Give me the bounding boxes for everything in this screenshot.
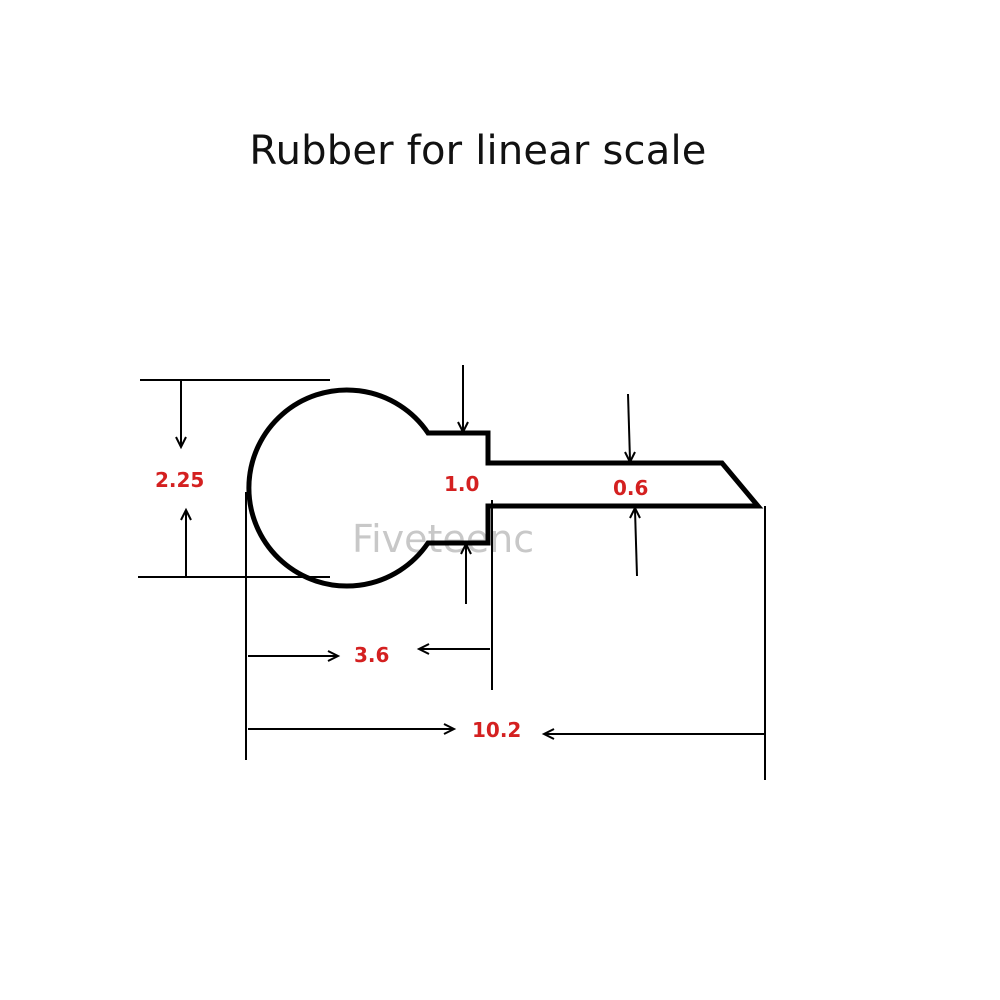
rubber-profile-outline — [246, 387, 764, 589]
arrowhead-down — [457, 421, 469, 435]
arrowhead-left — [416, 643, 430, 655]
arrowhead-down — [624, 451, 636, 465]
arrowhead-up — [180, 507, 192, 521]
watermark-text: Fiveteenc — [352, 517, 534, 561]
dimension-neck-position — [248, 643, 490, 662]
dimension-head-diameter — [138, 379, 330, 578]
dimension-label-neck-position: 3.6 — [354, 643, 389, 667]
dimension-neck-height — [457, 365, 472, 604]
arrowhead-left — [541, 728, 555, 740]
dimension-label-head-diameter: 2.25 — [155, 468, 204, 492]
arrowhead-right — [327, 650, 341, 662]
diagram-title: Rubber for linear scale — [249, 128, 707, 174]
arrowhead-down — [175, 436, 187, 450]
dimension-label-neck-height: 1.0 — [444, 472, 479, 496]
arrowhead-up — [629, 505, 641, 519]
arrowhead-right — [443, 723, 457, 735]
dimension-label-lip-thickness: 0.6 — [613, 476, 648, 500]
dimension-label-total-length: 10.2 — [472, 718, 521, 742]
dimension-total-length — [248, 723, 764, 740]
dimension-lip-thickness — [624, 393, 641, 577]
extension-lines-horizontal — [245, 492, 766, 780]
arrow-line-up — [634, 509, 638, 577]
arrow-line-down — [627, 393, 631, 461]
arrowhead-up — [460, 541, 472, 555]
